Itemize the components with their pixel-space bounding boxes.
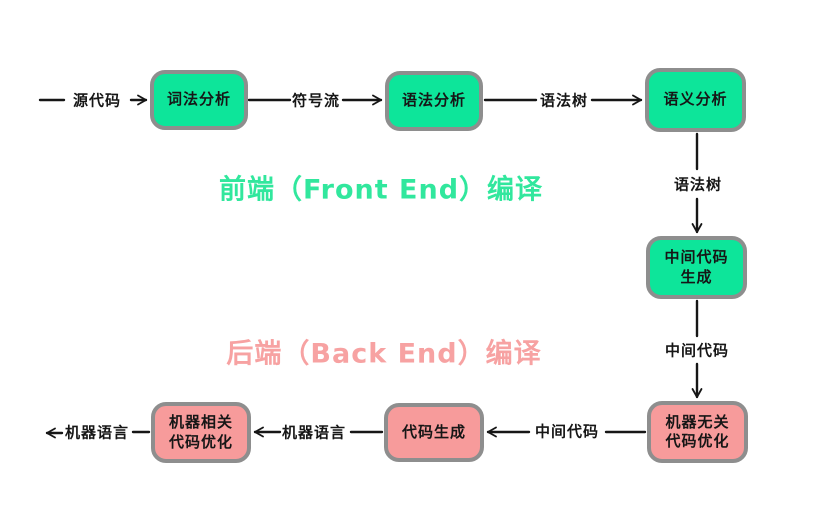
node-label-line2: 生成 xyxy=(680,267,713,286)
edge-label-intermediate-code-bottom: 中间代码 xyxy=(534,422,600,441)
edge-label-machine-language-mid: 机器语言 xyxy=(281,423,347,442)
node-label: 语义分析 xyxy=(663,90,728,109)
front-end-section-title: 前端（Front End）编译 xyxy=(218,174,544,206)
node-code-generation: 代码生成 xyxy=(384,403,484,462)
node-label: 代码生成 xyxy=(401,422,466,441)
node-label-line2: 代码优化 xyxy=(665,432,730,450)
node-intermediate-code-generation: 中间代码 生成 xyxy=(646,236,747,299)
node-label: 词法分析 xyxy=(166,90,231,109)
node-label-line1: 中间代码 xyxy=(664,248,729,266)
edge-label-machine-language-out: 机器语言 xyxy=(64,423,130,442)
node-label-line2: 代码优化 xyxy=(168,432,233,451)
node-machine-dependent-optimization: 机器相关 代码优化 xyxy=(151,402,251,463)
node-syntax-analysis: 语法分析 xyxy=(385,71,483,131)
edge-label-source-code: 源代码 xyxy=(72,91,122,110)
node-semantic-analysis: 语义分析 xyxy=(645,68,746,132)
edge-label-syntax-tree-right: 语法树 xyxy=(673,175,723,194)
edge-label-intermediate-code-right: 中间代码 xyxy=(664,341,730,360)
node-machine-independent-optimization: 机器无关 代码优化 xyxy=(647,401,748,463)
node-label: 语法分析 xyxy=(401,91,466,110)
node-lexical-analysis: 词法分析 xyxy=(150,70,248,130)
node-label-line1: 机器相关 xyxy=(168,413,233,431)
node-label-line1: 机器无关 xyxy=(665,412,730,431)
edge-label-token-stream: 符号流 xyxy=(291,91,341,110)
back-end-section-title: 后端（Back End）编译 xyxy=(226,338,542,370)
edge-label-syntax-tree-top: 语法树 xyxy=(539,91,589,110)
